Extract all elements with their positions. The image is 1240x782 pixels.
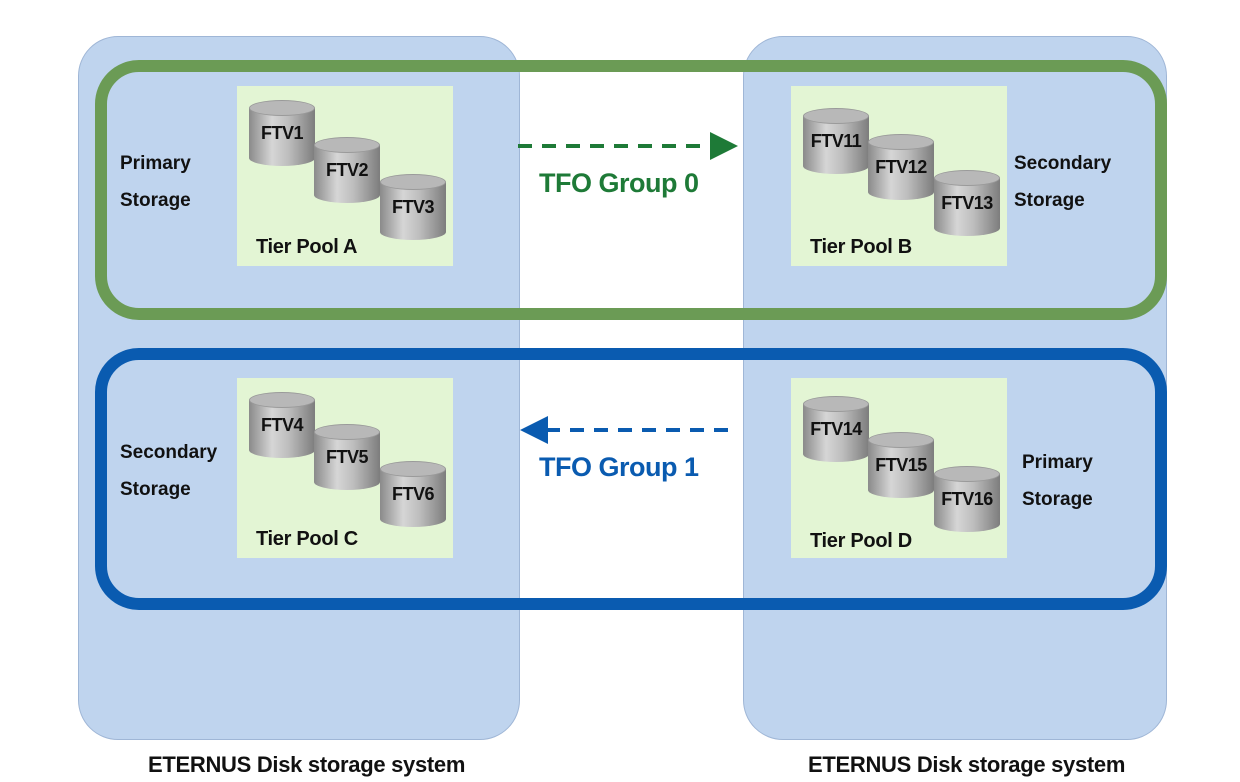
- tfo-group-0-label: TFO Group 0: [539, 168, 699, 198]
- volume-cylinder: FTV14: [803, 396, 869, 462]
- tfo-group-1-outline: [95, 348, 1167, 610]
- volume-cylinder: FTV4: [249, 392, 315, 458]
- volume-label: FTV2: [325, 160, 369, 180]
- volume-cylinder: FTV6: [380, 461, 446, 527]
- tier-pool-c-label: Tier Pool C: [256, 528, 358, 550]
- tier-pool-d-label: Tier Pool D: [810, 530, 912, 552]
- volume-label: FTV14: [810, 419, 862, 439]
- volume-label: FTV1: [260, 123, 304, 143]
- volume-cylinder: FTV13: [934, 170, 1000, 236]
- volume-label: FTV13: [941, 193, 993, 213]
- primary-storage-label: Primary Storage: [120, 153, 191, 211]
- primary-storage-label: Primary Storage: [1022, 452, 1093, 510]
- tfo-group-0-outline: [95, 60, 1167, 320]
- secondary-storage-label: Secondary Storage: [120, 442, 218, 500]
- volume-label: FTV16: [941, 489, 993, 509]
- volume-label: FTV15: [875, 455, 927, 475]
- volume-label: FTV6: [391, 484, 435, 504]
- tier-pool-a-label: Tier Pool A: [256, 236, 358, 258]
- volume-cylinder: FTV5: [314, 424, 380, 490]
- volume-cylinder: FTV1: [249, 100, 315, 166]
- volume-label: FTV11: [810, 131, 862, 151]
- volume-cylinder: FTV16: [934, 466, 1000, 532]
- volume-label: FTV4: [260, 415, 304, 435]
- storage-system-right-label: ETERNUS Disk storage system: [808, 752, 1126, 777]
- storage-system-left-label: ETERNUS Disk storage system: [148, 752, 466, 777]
- volume-cylinder: FTV11: [803, 108, 869, 174]
- volume-cylinder: FTV3: [380, 174, 446, 240]
- right-arrow-icon: [710, 132, 738, 160]
- volume-cylinder: FTV2: [314, 137, 380, 203]
- volume-label: FTV5: [325, 447, 369, 467]
- volume-cylinder: FTV12: [868, 134, 934, 200]
- tier-pool-b-label: Tier Pool B: [810, 236, 912, 258]
- left-arrow-icon: [520, 416, 548, 444]
- tfo-group-1-label: TFO Group 1: [539, 452, 699, 482]
- volume-cylinder: FTV15: [868, 432, 934, 498]
- volume-label: FTV3: [391, 197, 435, 217]
- volume-label: FTV12: [875, 157, 927, 177]
- secondary-storage-label: Secondary Storage: [1014, 153, 1112, 211]
